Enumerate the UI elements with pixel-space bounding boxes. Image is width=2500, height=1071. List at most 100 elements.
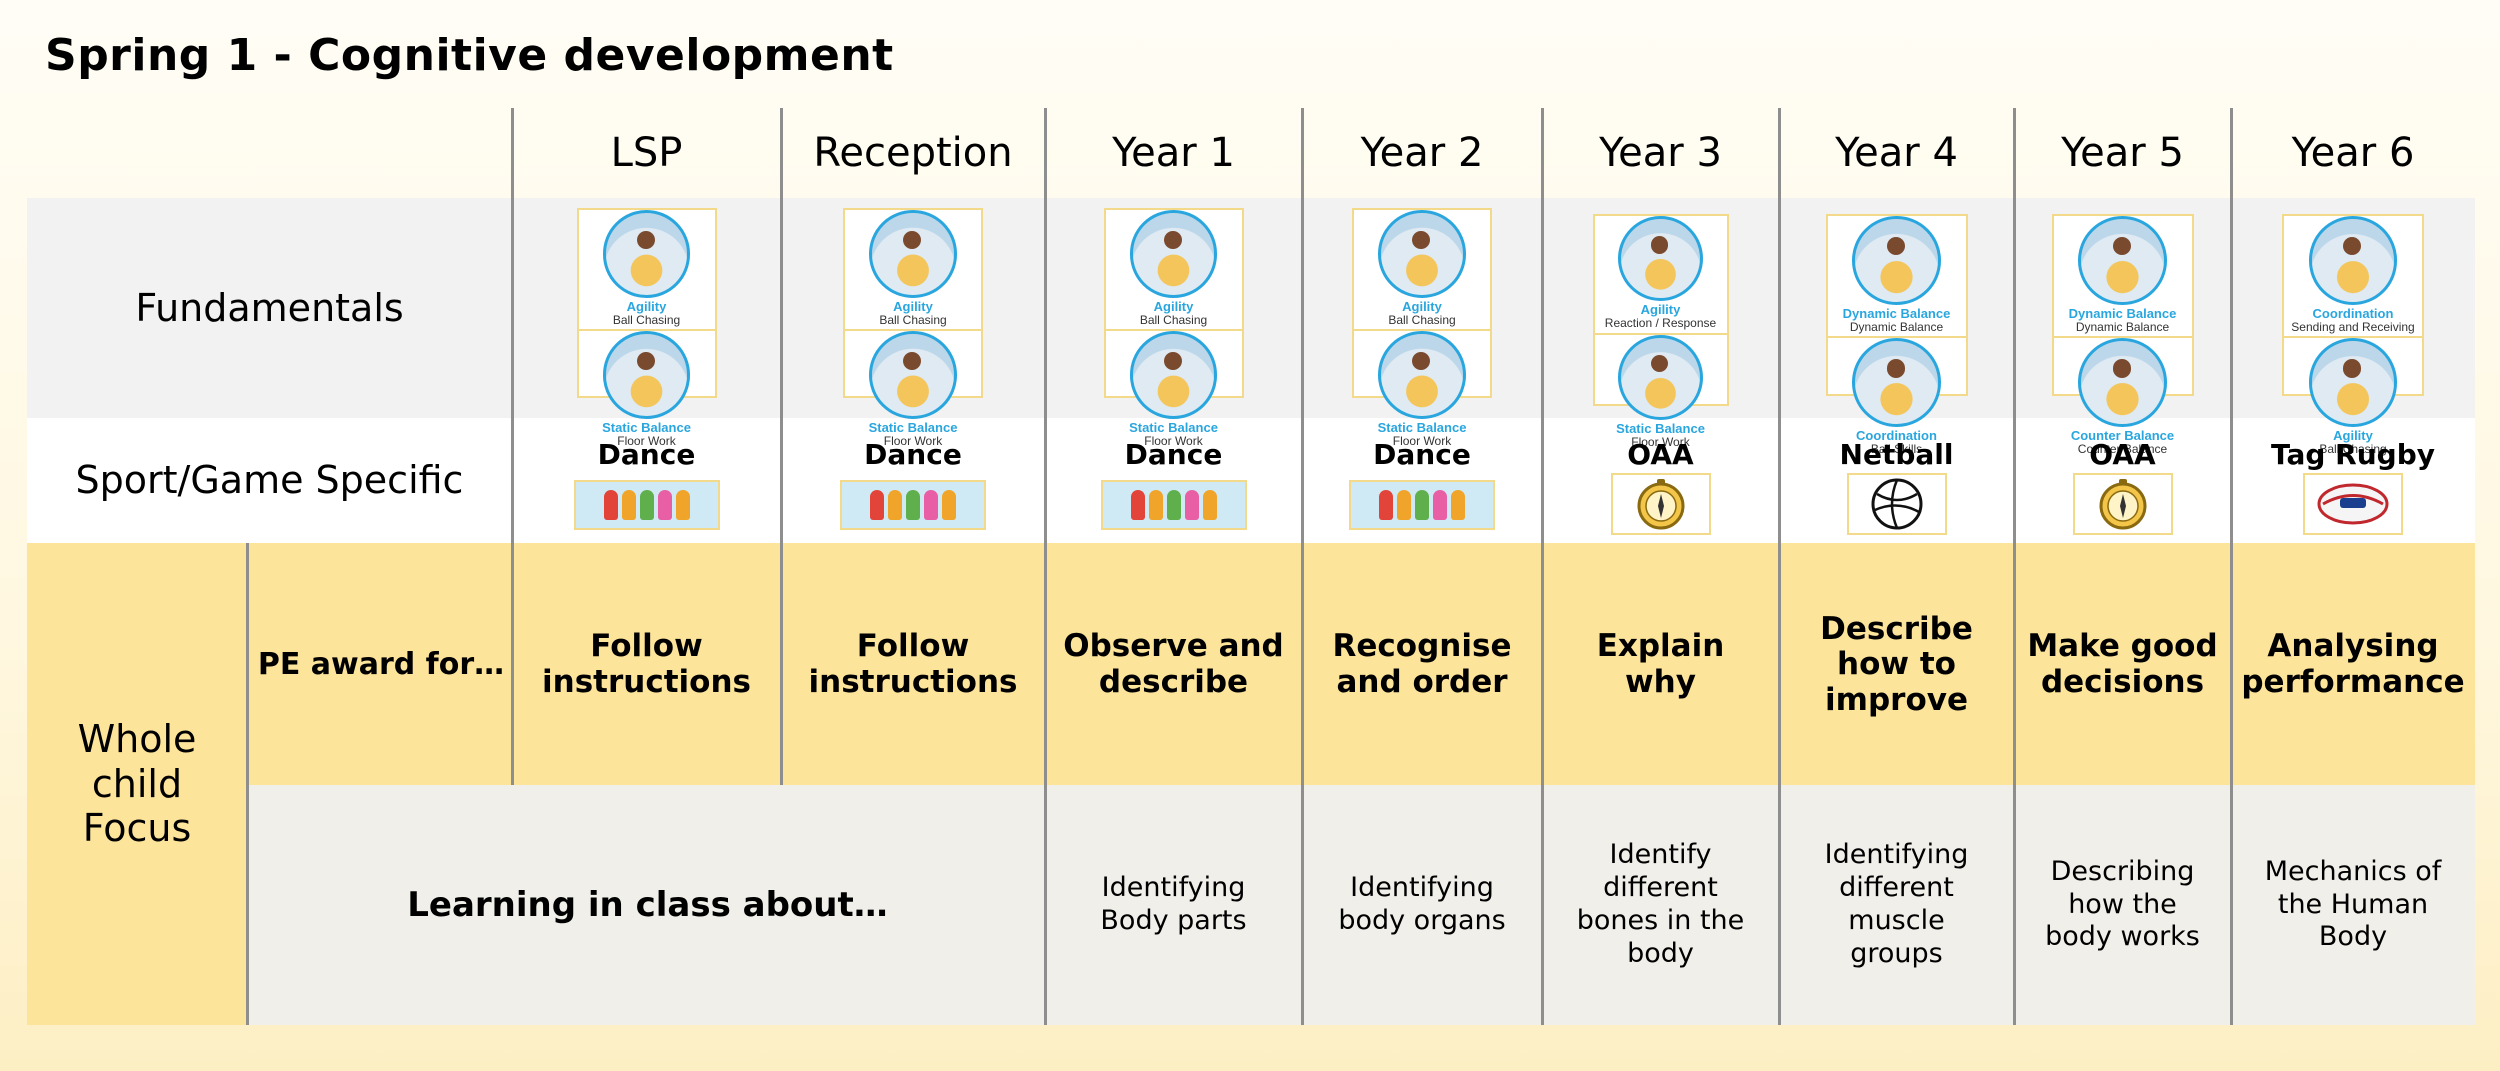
fundamental-name: Dynamic Balance xyxy=(2068,305,2177,321)
child-activity-icon xyxy=(1852,338,1941,428)
netball-icon xyxy=(1846,473,1947,535)
pe-award-line: describe xyxy=(1098,664,1249,700)
compass-icon-graphic xyxy=(2099,479,2146,530)
learning-line: Identifying xyxy=(1101,872,1246,904)
sport-name: OAA xyxy=(2089,437,2156,471)
pe-award-line: Describe xyxy=(1820,610,1973,647)
learning-line: body organs xyxy=(1338,905,1506,936)
learning-line: different xyxy=(1603,872,1718,904)
column-divider xyxy=(2230,108,2233,1025)
fundamental-name: Agility xyxy=(1153,298,1194,314)
pe-award-line: Explain xyxy=(1596,628,1725,665)
child-activity-icon xyxy=(1852,216,1941,305)
fundamentals-label: Fundamentals xyxy=(135,285,404,330)
pe-award-line: how to xyxy=(1837,646,1956,683)
whole-child-label: Whole child Focus xyxy=(27,543,247,1025)
dancers-icon xyxy=(1100,480,1247,530)
fundamental-name: Dynamic Balance xyxy=(1842,305,1951,321)
fundamental-name: Agility xyxy=(893,298,933,314)
column-header: Year 3 xyxy=(1599,130,1722,176)
dancers-icon xyxy=(840,480,986,530)
compass-icon-graphic xyxy=(1637,479,1684,530)
column-header: LSP xyxy=(610,130,683,176)
fundamental-name: Static Balance xyxy=(868,419,958,435)
whole-child-band xyxy=(27,543,247,1025)
learning-line: muscle xyxy=(1848,905,1945,936)
pe-award-line: Recognise xyxy=(1332,628,1512,665)
dancer-figure xyxy=(942,490,956,520)
column-divider xyxy=(1541,108,1544,1025)
sport-band xyxy=(27,418,2475,543)
fundamental-subtitle: Dynamic Balance xyxy=(1849,320,1944,335)
fundamental-subtitle: Floor Work xyxy=(1392,433,1452,448)
compass-icon xyxy=(2072,473,2173,535)
compass-icon xyxy=(1610,473,1711,535)
dancer-figure xyxy=(1379,490,1393,520)
child-activity-icon xyxy=(1617,334,1704,420)
column-header: Year 6 xyxy=(2291,130,2415,176)
learning-line: body works xyxy=(2045,921,2200,953)
fundamental-subtitle: Counter Balance xyxy=(2077,442,2168,457)
child-activity-icon xyxy=(2078,216,2167,305)
dancer-figure xyxy=(621,490,636,520)
pe-award-line: Observe and xyxy=(1063,628,1284,665)
dancer-figure xyxy=(1148,490,1163,520)
dancer-figure xyxy=(888,490,902,520)
column-divider xyxy=(1044,108,1047,1025)
pe-award-line: improve xyxy=(1825,681,1968,718)
sport-name: Dance xyxy=(864,437,962,471)
pe-award-line: and order xyxy=(1336,664,1508,700)
column-header: Reception xyxy=(813,130,1013,176)
pe-award-band xyxy=(27,543,2475,785)
fundamental-name: Agility xyxy=(626,298,667,314)
dancer-figure xyxy=(675,490,690,520)
fundamental-subtitle: Ball Chasing xyxy=(1139,312,1208,327)
column-header: Year 4 xyxy=(1835,130,1958,176)
whole-child-line: Whole xyxy=(77,716,197,761)
dancer-figure xyxy=(603,490,618,520)
column-divider xyxy=(511,108,514,785)
column-divider xyxy=(1778,108,1781,1025)
fundamental-subtitle: Ball Chasing xyxy=(1388,312,1456,327)
fundamental-name: Coordination xyxy=(1856,428,1937,444)
learning-line: how the xyxy=(2068,888,2177,920)
fundamental-subtitle: Dynamic Balance xyxy=(2075,320,2170,335)
fundamental-subtitle: Floor Work xyxy=(1144,433,1203,448)
learning-line: Mechanics of xyxy=(2264,855,2442,887)
child-activity-icon xyxy=(2308,338,2398,428)
fundamental-subtitle: Floor Work xyxy=(1631,435,1690,450)
fundamental-subtitle: Reaction / Response xyxy=(1604,316,1717,331)
learning-line: Identifying xyxy=(1350,872,1494,904)
fundamental-name: Agility xyxy=(1402,298,1442,314)
fundamental-subtitle: Ball Skills xyxy=(1870,442,1923,457)
fundamental-name: Static Balance xyxy=(1129,419,1218,435)
child-activity-icon xyxy=(602,331,691,419)
column-divider xyxy=(1301,108,1304,1025)
fundamental-name: Coordination xyxy=(2312,305,2394,321)
child-activity-icon xyxy=(1617,216,1704,302)
dancer-figure xyxy=(1130,490,1145,520)
child-activity-icon xyxy=(1129,210,1218,298)
sport-name: OAA xyxy=(1627,437,1694,471)
sport-name: Dance xyxy=(1373,437,1471,471)
